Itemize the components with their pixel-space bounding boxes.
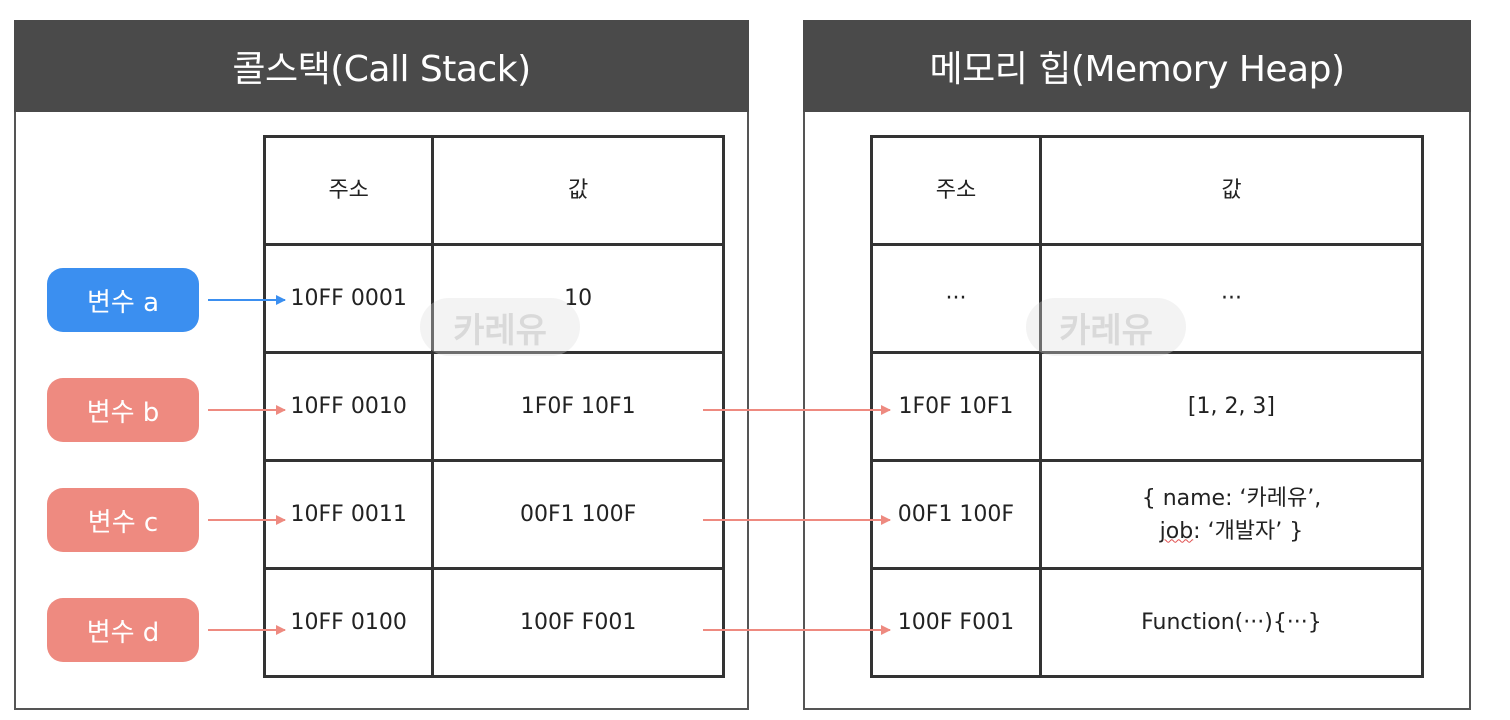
object-line-1: { name: ‘카레유’, <box>1141 485 1322 511</box>
table-row: 10FF 0100 100F F001 <box>262 567 725 678</box>
heap-address-cell: 100F F001 <box>870 567 1042 678</box>
value-header: 값 <box>1038 135 1425 246</box>
stack-address-cell: 10FF 0010 <box>262 351 435 462</box>
value-header: 값 <box>431 135 725 246</box>
variable-c-pill: 변수 c <box>47 488 199 552</box>
stack-value-cell: 1F0F 10F1 <box>431 351 725 462</box>
table-row: 00F1 100F { name: ‘카레유’, job: ‘개발자’ } <box>870 459 1425 570</box>
stack-address-cell: 10FF 0011 <box>262 459 435 570</box>
stack-value-cell: 10 <box>431 243 725 354</box>
heap-address-cell: ··· <box>870 243 1042 354</box>
address-header: 주소 <box>870 135 1042 246</box>
variable-d-pill: 변수 d <box>47 598 199 662</box>
variable-a-pill: 변수 a <box>47 268 199 332</box>
heap-value-cell: [1, 2, 3] <box>1038 351 1425 462</box>
heap-address-cell: 00F1 100F <box>870 459 1042 570</box>
table-row: 10FF 0011 00F1 100F <box>262 459 725 570</box>
variable-b-pill: 변수 b <box>47 378 199 442</box>
table-header-row: 주소 값 <box>262 135 725 246</box>
memory-heap-table: 주소 값 ··· ··· 1F0F 10F1 [1, 2, 3] 00F1 10… <box>870 135 1425 678</box>
heap-value-cell: { name: ‘카레유’, job: ‘개발자’ } <box>1038 459 1425 570</box>
object-line-2-rest: : ‘개발자’ } <box>1193 518 1304 544</box>
stack-value-cell: 00F1 100F <box>431 459 725 570</box>
call-stack-title: 콜스택(Call Stack) <box>14 20 749 112</box>
table-row: 1F0F 10F1 [1, 2, 3] <box>870 351 1425 462</box>
object-line-2: job: ‘개발자’ } <box>1042 515 1421 548</box>
table-row: 10FF 0001 10 <box>262 243 725 354</box>
heap-value-cell: ··· <box>1038 243 1425 354</box>
table-row: 10FF 0010 1F0F 10F1 <box>262 351 725 462</box>
stack-value-cell: 100F F001 <box>431 567 725 678</box>
stack-address-cell: 10FF 0100 <box>262 567 435 678</box>
call-stack-table: 주소 값 10FF 0001 10 10FF 0010 1F0F 10F1 10… <box>262 135 725 678</box>
stack-address-cell: 10FF 0001 <box>262 243 435 354</box>
table-row: ··· ··· <box>870 243 1425 354</box>
table-header-row: 주소 값 <box>870 135 1425 246</box>
table-row: 100F F001 Function(···){···} <box>870 567 1425 678</box>
address-header: 주소 <box>262 135 435 246</box>
memory-heap-title: 메모리 힙(Memory Heap) <box>803 20 1471 112</box>
memory-heap-panel: 메모리 힙(Memory Heap) 주소 값 ··· ··· 1F0F 10F… <box>803 20 1471 710</box>
heap-address-cell: 1F0F 10F1 <box>870 351 1042 462</box>
object-key-job: job <box>1159 518 1194 544</box>
call-stack-panel: 콜스택(Call Stack) 주소 값 10FF 0001 10 10FF 0… <box>14 20 749 710</box>
heap-value-cell: Function(···){···} <box>1038 567 1425 678</box>
